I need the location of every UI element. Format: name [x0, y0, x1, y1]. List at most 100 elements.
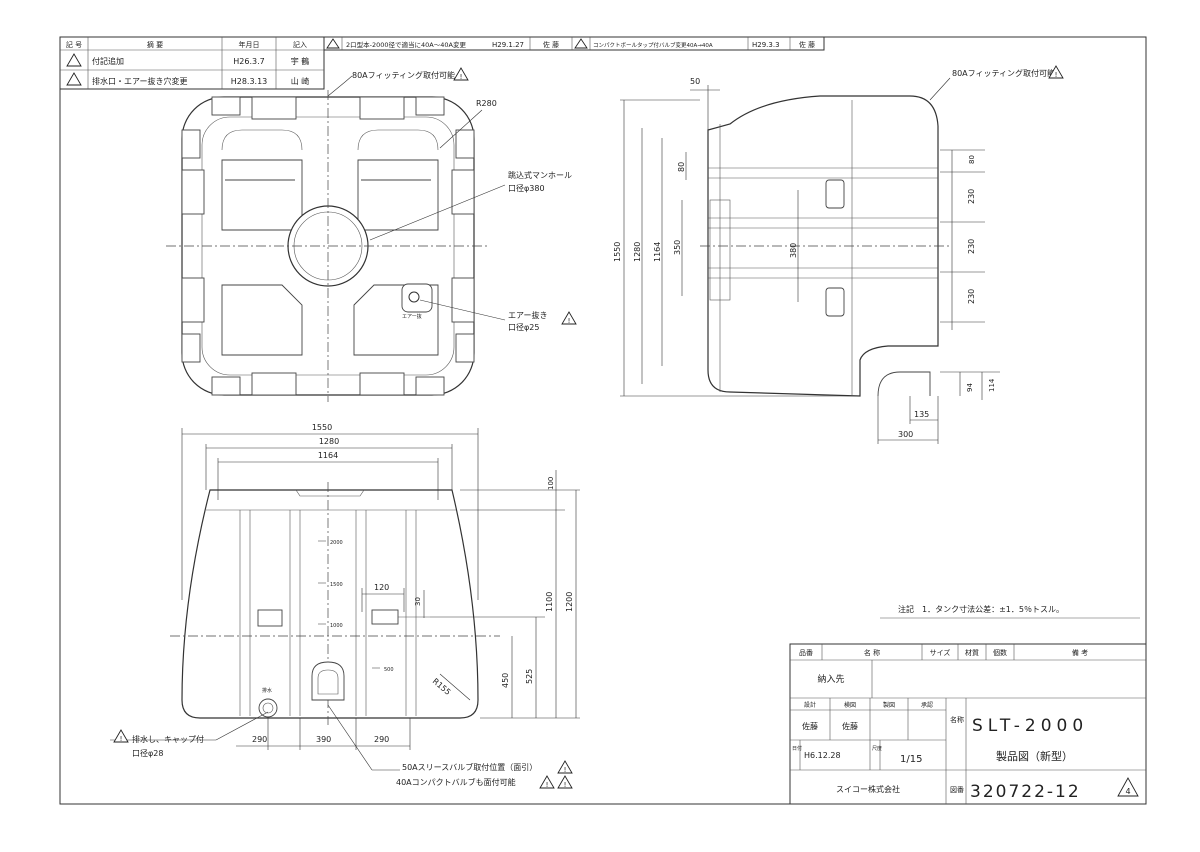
tb-size-label: サイズ	[930, 648, 951, 657]
tb-name-side: 名称	[950, 715, 964, 724]
title-block: 品番 名 称 サイズ 材質 個数 備 考 納入先 設計 検図 製図 承認 佐藤 …	[789, 643, 1147, 805]
rev-row-1-by: 宇 鶴	[291, 56, 310, 66]
svg-text:!: !	[120, 735, 123, 743]
side-dim-height: 230	[967, 189, 976, 204]
rev-row-2-by: 山 崎	[291, 76, 310, 86]
air-vent-callout-dia: 口径φ25	[508, 322, 539, 332]
tb-count-label: 個数	[993, 648, 1007, 657]
rev-row-4-desc: コンパクトボールタップ付バルブ変更40A→40A	[593, 41, 713, 49]
level-mark: 500	[384, 667, 394, 673]
tb-scale: 1/15	[900, 754, 922, 765]
rev-row-4-date: H29.3.3	[752, 41, 780, 49]
tb-date: H6.12.28	[804, 751, 841, 760]
valve-callout-1: 50Aスリースバルブ取付位置（面引）	[402, 762, 537, 772]
tb-name-label: 名 称	[864, 648, 880, 657]
tb-drawing-no-label: 図番	[950, 786, 964, 794]
drain-callout-1: 排水し、キャップ付	[132, 734, 204, 744]
warning-icon	[561, 311, 577, 325]
side-dim-height: 1164	[653, 242, 662, 262]
front-view: 排水 2000 1500 1000 500 1550 1280 1164 100…	[110, 423, 580, 789]
front-width-dim: 1280	[319, 437, 339, 446]
warning-icon	[557, 760, 573, 774]
rev-warning-icon	[66, 53, 82, 67]
svg-text:!: !	[564, 781, 567, 789]
rev-row-1-desc: 付記追加	[92, 56, 124, 66]
air-vent-small-label: エアー抜	[402, 313, 422, 320]
tb-material-label: 材質	[965, 648, 979, 657]
front-height-dim: 1100	[545, 592, 554, 612]
tb-company: スイコー株式会社	[836, 784, 900, 794]
rev-row-2-date: H28.3.13	[231, 77, 268, 86]
tb-subtitle: 製品図（新型）	[996, 749, 1073, 763]
front-dim-30: 30	[414, 597, 422, 606]
plan-fitting-note: 80Aフィッティング取付可能	[352, 70, 455, 80]
revision-table: 記 号 摘 要 年月日 記入 付記追加 H26.3.7 宇 鶴 排水口・エアー抜…	[59, 36, 825, 90]
tb-delivery-label: 納入先	[817, 673, 844, 685]
rev-row-4-by: 佐 藤	[799, 40, 815, 49]
side-dim-height: 80	[968, 155, 976, 164]
side-dim-height: 114	[988, 378, 996, 392]
drain-callout-2: 口径φ28	[132, 748, 163, 758]
rev-header-symbol: 記 号	[66, 40, 82, 49]
svg-text:!: !	[1055, 71, 1058, 79]
front-height-dim: 525	[525, 669, 534, 684]
tb-check-label: 検図	[844, 701, 856, 709]
front-spacing-dim: 290	[252, 735, 267, 744]
side-dim-width: 50	[690, 77, 700, 86]
rev-warning-icon	[66, 72, 82, 86]
air-vent-hole	[408, 291, 420, 303]
plan-view: エアー抜 80Aフィッティング取付可能 ! R280 跳込式マンホール 口径φ3…	[166, 67, 577, 402]
svg-text:!: !	[546, 781, 549, 789]
tb-drafter: 佐藤	[842, 721, 858, 731]
side-dim-width: 135	[914, 410, 929, 419]
revision-warning-icon	[1117, 777, 1139, 797]
front-spacing-dim: 390	[316, 735, 331, 744]
valve-callout-2: 40Aコンパクトバルブも面付可能	[396, 777, 516, 787]
tb-design-label: 設計	[804, 701, 816, 709]
general-note: 注記 1．タンク寸法公差：±1．5％トスル。	[898, 604, 1064, 614]
svg-text:!: !	[564, 766, 567, 774]
side-dim-height: 80	[677, 162, 686, 172]
tb-drawing-rev: 4	[1125, 787, 1130, 796]
warning-icon	[453, 67, 469, 81]
rev-header-desc: 摘 要	[147, 40, 163, 49]
rev-row-3-by: 佐 藤	[543, 40, 559, 49]
tb-draw-label: 製図	[883, 701, 895, 709]
side-view: 1550 1280 1164 350 80 380 50 80 230 230 …	[613, 65, 1064, 444]
tb-designer: 佐藤	[802, 721, 818, 731]
side-fitting-note: 80Aフィッティング取付可能	[952, 68, 1055, 78]
tb-date-label: 日付	[792, 745, 802, 752]
svg-text:!: !	[460, 73, 463, 81]
rev-row-2-desc: 排水口・エアー抜き穴変更	[92, 76, 188, 86]
warning-icon	[557, 775, 573, 789]
rev-row-1-date: H26.3.7	[233, 57, 264, 66]
air-vent-callout-label: エアー抜き	[508, 310, 548, 320]
level-mark: 2000	[330, 540, 343, 546]
rev-header-by: 記入	[293, 40, 307, 49]
front-width-dim: 1164	[318, 451, 338, 460]
front-dim-120: 120	[374, 583, 389, 592]
side-dim-height: 1280	[633, 242, 642, 262]
front-height-dim: 100	[547, 477, 555, 490]
drain-outlet	[258, 698, 278, 718]
front-height-dim: 450	[501, 673, 510, 688]
warning-icon	[113, 729, 129, 743]
drain-small-label: 排水	[262, 687, 272, 694]
side-dim-height: 230	[967, 289, 976, 304]
front-width-dim: 1550	[312, 423, 332, 432]
tb-drawing-no: 320722-12	[970, 782, 1081, 802]
tb-approve-label: 承認	[921, 701, 933, 709]
warning-icon	[1048, 65, 1064, 79]
side-dim-width: 300	[898, 430, 913, 439]
side-dim-height: 350	[673, 240, 682, 255]
side-dim-height: 230	[967, 239, 976, 254]
rev-row-3-desc: 2口型本-2000径で適当に40A～40A変更	[346, 40, 466, 49]
front-spacing-dim: 290	[374, 735, 389, 744]
tb-remarks-label: 備 考	[1072, 648, 1088, 657]
side-dim-height: 94	[966, 383, 974, 392]
tb-model: SLT-2000	[972, 716, 1088, 736]
tb-product-code-label: 品番	[799, 649, 813, 657]
rev-row-3-date: H29.1.27	[492, 41, 524, 49]
